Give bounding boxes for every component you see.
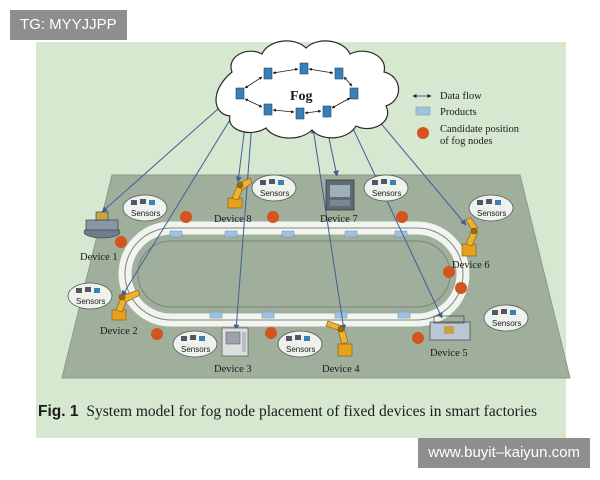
sensor-bubble: Sensors xyxy=(122,194,168,222)
device-2-icon xyxy=(111,289,141,321)
watermark-top-left: TG: MYYJJPP xyxy=(10,10,127,40)
sensor-bubble: Sensors xyxy=(363,174,409,202)
sensor-bubble: Sensors xyxy=(483,304,529,332)
fog-server-icon xyxy=(235,87,245,100)
device-8-icon xyxy=(227,177,253,209)
caption-text: System model for fog node placement of f… xyxy=(86,403,538,420)
sensor-bubble: Sensors xyxy=(468,194,514,222)
fog-links xyxy=(244,67,353,115)
watermark-bottom-right: www.buyit–kaiyun.com xyxy=(418,438,590,468)
sensors-label: Sensors xyxy=(477,209,506,218)
data-flow-arrow xyxy=(310,127,347,331)
device-5-label: Device 5 xyxy=(430,348,468,359)
legend-data-flow-label: Data flow xyxy=(440,91,482,102)
device-8-label: Device 8 xyxy=(214,214,252,225)
fog-server-icon xyxy=(334,67,344,80)
fog-server-icon xyxy=(349,87,359,100)
conveyor-inner-edge xyxy=(137,240,451,308)
candidate-position xyxy=(267,211,279,223)
fog-cloud: Fog xyxy=(215,40,400,139)
legend-product-icon xyxy=(415,106,431,116)
product xyxy=(394,230,408,238)
device-3-icon xyxy=(221,327,249,357)
fog-server-icon xyxy=(263,67,273,80)
sensor-bubbles: Sensors Sensors Sensors Sensors Sensors … xyxy=(67,174,529,358)
candidate-position xyxy=(396,211,408,223)
device-4-icon xyxy=(325,320,353,357)
fog-server-icon xyxy=(322,105,332,118)
legend-candidate-label-1: Candidate position xyxy=(440,124,520,135)
fog-server-icon xyxy=(263,103,273,116)
legend-candidate-icon xyxy=(417,127,429,139)
fog-server-icon xyxy=(299,62,309,75)
device-5-icon xyxy=(429,315,471,341)
fog-label: Fog xyxy=(290,89,313,104)
product xyxy=(169,230,183,238)
sensor-bubble: Sensors xyxy=(251,174,297,202)
device-1-icon xyxy=(83,211,121,239)
device-3-label: Device 3 xyxy=(214,364,252,375)
sensor-bubble: Sensors xyxy=(67,282,113,310)
candidate-position xyxy=(115,236,127,248)
sensors-label: Sensors xyxy=(181,345,210,354)
sensor-bubble: Sensors xyxy=(172,330,218,358)
figure-caption: Fig. 1 System model for fog node placeme… xyxy=(38,402,568,421)
product xyxy=(209,311,223,319)
candidate-position xyxy=(412,332,424,344)
fog-cloud-shape xyxy=(215,40,400,139)
product xyxy=(261,311,275,319)
legend-products-label: Products xyxy=(440,107,477,118)
device-6-label: Device 6 xyxy=(452,260,490,271)
sensors-label: Sensors xyxy=(372,189,401,198)
device-4-label: Device 4 xyxy=(322,364,360,375)
product xyxy=(224,230,238,238)
sensors-label: Sensors xyxy=(260,189,289,198)
legend-candidate-label-2: of fog nodes xyxy=(440,136,493,147)
data-flow-arrow xyxy=(121,109,237,297)
device-6-icon xyxy=(461,216,479,257)
sensor-bubble: Sensors xyxy=(277,330,323,358)
device-7-label: Device 7 xyxy=(320,214,358,225)
sensors-label: Sensors xyxy=(76,297,105,306)
fog-server-group xyxy=(235,62,359,120)
device-2-label: Device 2 xyxy=(100,326,138,337)
data-flow-arrow xyxy=(367,107,467,226)
candidate-position xyxy=(151,328,163,340)
caption-figure-number: Fig. 1 xyxy=(38,403,79,420)
legend: Data flow Products Candidate position of… xyxy=(412,91,520,147)
candidate-position xyxy=(265,327,277,339)
device-1-label: Device 1 xyxy=(80,252,118,263)
candidate-position xyxy=(180,211,192,223)
product xyxy=(397,311,411,319)
data-flow-arrows xyxy=(101,99,467,331)
candidate-position xyxy=(443,266,455,278)
device-7-icon xyxy=(325,179,355,211)
product xyxy=(281,230,295,238)
product xyxy=(344,230,358,238)
sensors-label: Sensors xyxy=(131,209,160,218)
data-flow-arrow xyxy=(233,121,255,331)
sensors-label: Sensors xyxy=(492,319,521,328)
sensors-label: Sensors xyxy=(286,345,315,354)
fog-server-icon xyxy=(295,107,305,120)
candidate-position xyxy=(455,282,467,294)
